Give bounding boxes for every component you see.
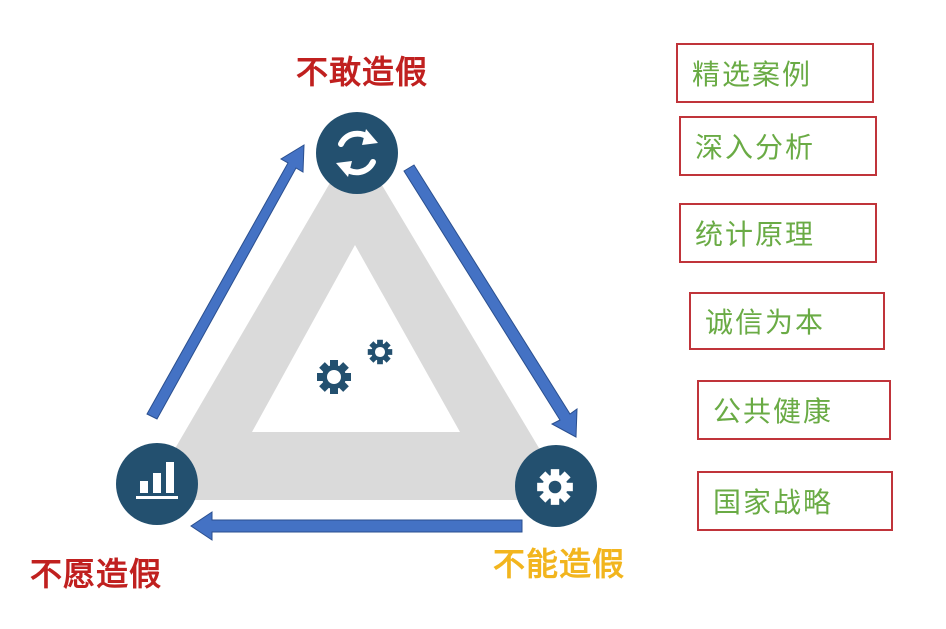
topic-box-featured-cases: 精选案例 xyxy=(676,43,874,103)
topic-box-label: 国家战略 xyxy=(713,486,834,519)
gray-triangle xyxy=(145,140,570,500)
arrow-top-to-right xyxy=(403,164,578,438)
label-top: 不敢造假 xyxy=(296,53,429,91)
bar-chart-icon xyxy=(136,462,178,499)
topic-box-label: 深入分析 xyxy=(695,131,816,164)
topic-box-national-strategy: 国家战略 xyxy=(697,471,893,531)
topic-box-in-depth-analysis: 深入分析 xyxy=(679,116,877,176)
topic-box-label: 公共健康 xyxy=(713,395,834,428)
topic-box-statistical-principles: 统计原理 xyxy=(679,203,877,263)
node-left xyxy=(116,443,198,525)
gear-icon xyxy=(537,469,573,505)
node-top xyxy=(316,112,398,194)
topic-box-label: 统计原理 xyxy=(695,218,816,251)
label-right: 不能造假 xyxy=(493,545,626,583)
node-right xyxy=(515,445,597,527)
arrow-left-to-top xyxy=(146,144,305,420)
arrow-right-to-left xyxy=(190,511,523,541)
topic-box-integrity: 诚信为本 xyxy=(689,292,885,350)
topic-box-label: 诚信为本 xyxy=(705,306,826,339)
topic-box-label: 精选案例 xyxy=(692,58,813,91)
label-left: 不愿造假 xyxy=(30,555,163,593)
topic-box-public-health: 公共健康 xyxy=(697,380,891,440)
gears-icon xyxy=(317,339,393,394)
